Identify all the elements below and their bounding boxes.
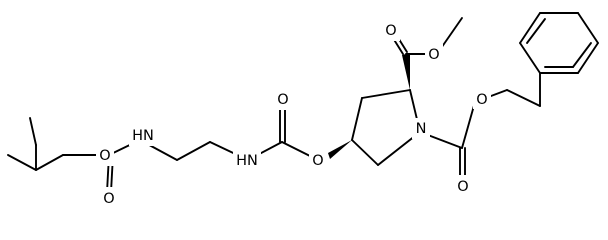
stereo-wedge-bond: [402, 53, 410, 90]
phenyl-ring: [519, 12, 599, 74]
bond: [577, 12, 599, 44]
bond: [461, 101, 476, 149]
boc-group: [7, 117, 141, 193]
bond: [577, 42, 599, 74]
atom-label-o-ester-carbonyl: O: [385, 23, 396, 39]
atom-label-o-boc-ether: O: [99, 148, 110, 164]
atom-labels: O O HN HN O O N O O O O: [96, 20, 491, 208]
bond: [176, 141, 211, 161]
atom-label-o-ester-methoxy: O: [428, 47, 439, 63]
atom-label-o-cbz-carbonyl: O: [457, 179, 468, 195]
atom-label-nh-carbamate: HN: [236, 153, 258, 169]
atom-label-o-carbamate-carbonyl: O: [277, 92, 288, 108]
bond: [351, 139, 379, 166]
aromatic-inner-bond: [572, 42, 592, 68]
bond: [29, 117, 37, 146]
bond: [7, 154, 37, 171]
atom-label-o-boc-carbonyl: O: [103, 191, 114, 207]
bond: [351, 97, 363, 141]
stereo-hash-bond: [328, 140, 352, 159]
aromatic-inner-bond: [526, 18, 546, 44]
pyrrolidine-ring: [328, 89, 421, 166]
bond: [519, 12, 541, 44]
bond: [361, 89, 411, 99]
atom-label-nh-boc: HN: [132, 128, 154, 144]
bond: [506, 89, 541, 107]
atom-label-o-cbz-ether: O: [476, 92, 487, 108]
molecule-structure: O O HN HN O O N O O O O: [7, 12, 599, 208]
bond: [519, 42, 541, 74]
bond: [35, 154, 64, 171]
atom-label-n-ring: N: [416, 121, 427, 137]
atom-label-o-ring-ether: O: [312, 153, 323, 169]
